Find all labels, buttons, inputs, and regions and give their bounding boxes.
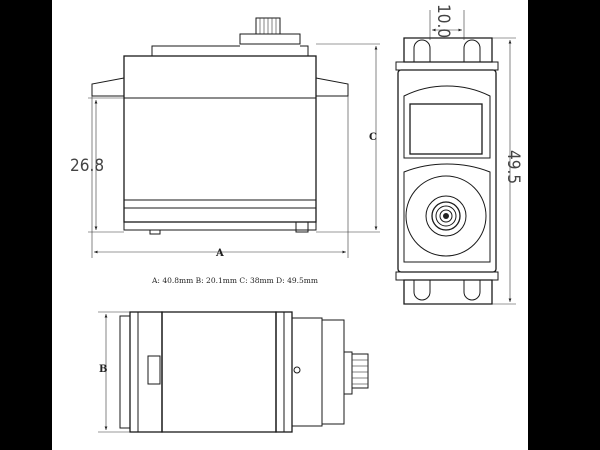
- length-dimension-text: 49.5: [503, 150, 523, 184]
- drawing-sheet: [52, 0, 528, 450]
- top-left-slot: [413, 39, 431, 62]
- bottom-cover: [123, 221, 317, 231]
- dimension-caption: A: 40.8mm B: 20.1mm C: 38mm D: 49.5mm: [151, 276, 318, 285]
- bottom-mounting-tab: [403, 279, 493, 305]
- top-cover: [151, 45, 309, 56]
- width-dimension-text: 10.0: [433, 4, 453, 38]
- left-mounting-ear: [91, 77, 125, 97]
- c-label: C: [369, 132, 377, 143]
- height-dimension-text: 26.8: [70, 156, 104, 176]
- label-window: [409, 103, 483, 155]
- gear-boss: [239, 33, 301, 45]
- side-view: 10.0 49.5: [395, 4, 523, 305]
- side-body: [397, 69, 497, 273]
- front-view: 26.8 C A: [70, 17, 380, 259]
- bottom-right-slot: [463, 280, 481, 301]
- top-right-slot: [463, 39, 481, 62]
- top-view-body: [161, 311, 277, 433]
- top-view: B: [98, 311, 369, 433]
- right-mounting-ear: [315, 77, 349, 97]
- gear-housing: [405, 175, 487, 257]
- top-view-spline: [351, 353, 369, 389]
- output-shaft: [431, 201, 461, 231]
- bottom-left-slot: [413, 280, 431, 301]
- top-view-left-end: [129, 311, 163, 433]
- gear-cover-side: [321, 319, 345, 425]
- a-label: A: [215, 248, 224, 259]
- servo-body: [123, 55, 317, 223]
- b-label: B: [99, 364, 107, 375]
